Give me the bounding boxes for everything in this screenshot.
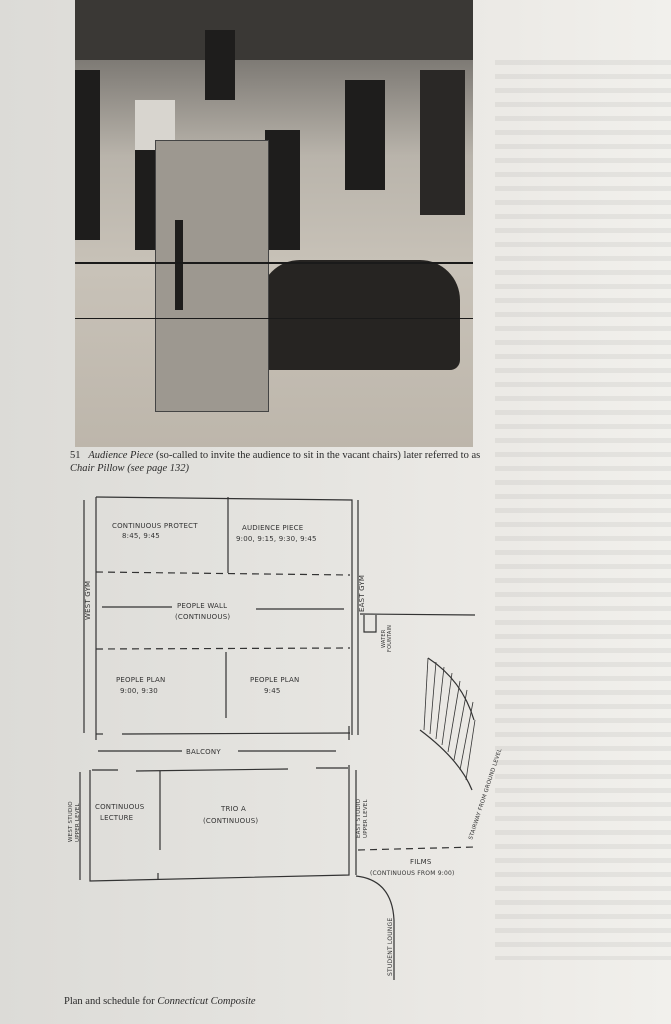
label-people-wall: PEOPLE WALL	[177, 602, 227, 610]
label-people-plan-1: PEOPLE PLAN	[116, 676, 165, 684]
caption-number: 51	[70, 450, 81, 461]
footer-title: Connecticut Composite	[157, 996, 256, 1007]
label-audience-piece: AUDIENCE PIECE	[242, 524, 303, 532]
label-people-plan-1-times: 9:00, 9:30	[120, 687, 158, 695]
label-continuous-protect: CONTINUOUS PROTECT	[112, 522, 198, 530]
label-continuous-lecture: CONTINUOUS	[95, 803, 145, 811]
label-east-studio-level: UPPER LEVEL	[363, 799, 369, 838]
caption-text: (so-called to invite the audience to sit…	[153, 450, 481, 461]
footer-prefix: Plan and schedule for	[64, 996, 158, 1007]
floor-plan-diagram: CONTINUOUS PROTECT 8:45, 9:45 AUDIENCE P…	[68, 496, 504, 980]
label-west-gym: WEST GYM	[84, 581, 92, 620]
label-student-lounge: STUDENT LOUNGE	[387, 918, 394, 976]
label-water: WATER	[381, 629, 387, 648]
label-audience-piece-times: 9:00, 9:15, 9:30, 9:45	[236, 535, 317, 543]
audience-piece-photo	[75, 0, 473, 447]
label-fountain: FOUNTAIN	[387, 625, 393, 652]
facing-page-text-bleed	[495, 60, 671, 960]
caption-alt-title: Chair Pillow	[70, 463, 125, 474]
label-west-studio: WEST STUDIO	[68, 801, 74, 842]
label-west-studio-level: UPPER LEVEL	[75, 803, 81, 842]
label-east-gym: EAST GYM	[358, 575, 366, 612]
label-people-plan-2-times: 9:45	[264, 687, 281, 695]
photo-caption: 51 Audience Piece (so-called to invite t…	[70, 449, 490, 475]
label-people-plan-2: PEOPLE PLAN	[250, 676, 299, 684]
label-films: FILMS	[410, 858, 432, 866]
label-stairway: STAIRWAY FROM GROUND LEVEL	[468, 747, 503, 840]
label-people-wall-sub: (CONTINUOUS)	[175, 613, 230, 621]
caption-title: Audience Piece	[88, 450, 154, 461]
label-east-studio: EAST STUDIO	[356, 798, 362, 838]
figure-footer-caption: Plan and schedule for Connecticut Compos…	[64, 996, 256, 1007]
label-trio-a: TRIO A	[220, 805, 246, 813]
label-lecture: LECTURE	[100, 814, 133, 822]
label-balcony: BALCONY	[186, 748, 221, 756]
label-trio-a-sub: (CONTINUOUS)	[203, 817, 258, 825]
label-films-sub: (CONTINUOUS FROM 9:00)	[370, 870, 455, 877]
label-continuous-protect-times: 8:45, 9:45	[122, 532, 160, 540]
caption-ref: (see page 132)	[124, 463, 189, 474]
